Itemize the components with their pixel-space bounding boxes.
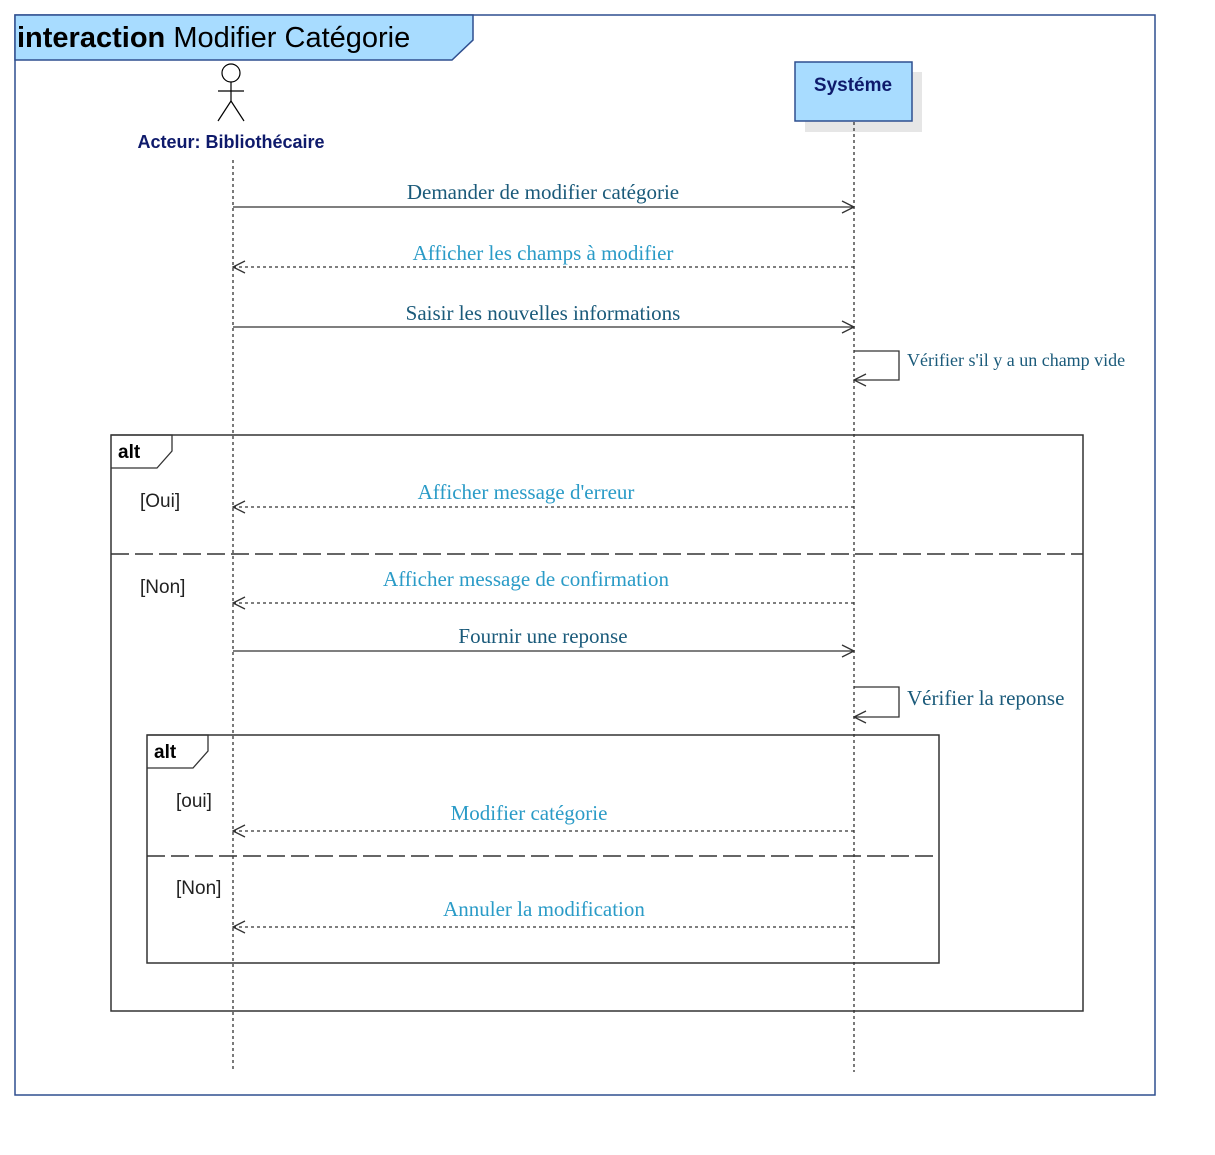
self-message-arrow-4 [854,350,900,380]
frame-keyword: interaction [17,22,165,54]
outer-guard-non: [Non] [140,577,185,598]
actor-label: Acteur: Bibliothécaire [137,132,324,152]
inner-alt-operator: alt [154,742,177,763]
message-label-10: Annuler la modification [443,897,645,921]
outer-alt-fragment [110,434,1084,1012]
outer-alt-operator: alt [118,442,141,463]
frame-name: Modifier Catégorie [173,22,410,54]
message-label-7: Fournir une reponse [458,624,627,648]
message-label-5: Afficher message d'erreur [418,480,635,504]
system-box [794,61,913,122]
message-label-8: Vérifier la reponse [907,686,1064,710]
outer-alt-tab [111,434,173,469]
inner-alt-tab [147,734,209,769]
message-label-1: Demander de modifier catégorie [407,180,679,204]
actor-icon [217,63,245,122]
message-label-6: Afficher message de confirmation [383,567,669,591]
inner-alt-fragment [146,734,940,964]
self-message-arrow-8 [854,686,900,717]
inner-guard-non: [Non] [176,878,221,899]
frame-header-tab [14,14,474,61]
interaction-frame [14,14,1156,1096]
message-label-2: Afficher les champs à modifier [413,241,674,265]
system-label: Systéme [814,75,892,96]
frame-title: interaction Modifier Catégorie [17,22,410,54]
message-label-9: Modifier catégorie [451,801,608,825]
inner-guard-oui: [oui] [176,791,212,812]
message-label-4: Vérifier s'il y a un champ vide [907,350,1125,370]
message-label-3: Saisir les nouvelles informations [406,301,681,325]
outer-guard-oui: [Oui] [140,491,180,512]
